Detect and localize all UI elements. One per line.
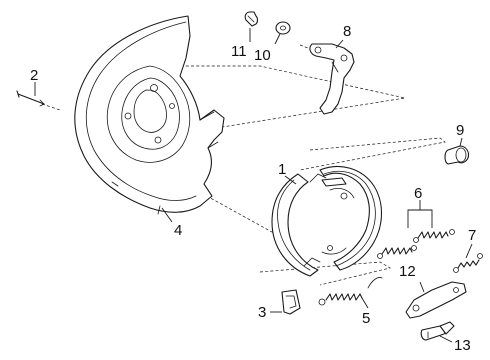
callout-labels: 1 2 3 4 5 6 7 8 9 10 11 12 13: [30, 23, 476, 354]
callout-leaders: [34, 28, 473, 343]
callout-13: 13: [454, 337, 471, 354]
callout-1: 1: [278, 161, 286, 178]
return-springs: [377, 229, 455, 259]
callout-11: 11: [231, 43, 247, 60]
callout-7: 7: [468, 227, 476, 244]
callout-3: 3: [258, 304, 266, 321]
lower-return-spring: [318, 277, 383, 306]
callout-12: 12: [399, 263, 416, 280]
wheel-cylinder-bolt: [420, 321, 455, 341]
callout-2: 2: [30, 67, 38, 84]
callout-5: 5: [362, 310, 370, 327]
adjuster-strut: [405, 281, 467, 319]
callout-9: 9: [456, 122, 464, 139]
washer: [275, 21, 291, 35]
callout-4: 4: [174, 222, 182, 239]
hold-down-pin: [16, 90, 45, 107]
backing-plate: [74, 15, 225, 215]
adjuster-spring: [453, 253, 483, 273]
parking-brake-lever: [309, 43, 355, 115]
callout-8: 8: [343, 23, 351, 40]
callout-10: 10: [254, 47, 271, 64]
brake-shoe-set: [271, 166, 383, 277]
shoe-hold-clip: [281, 289, 301, 315]
adjuster-plug: [444, 145, 470, 165]
retaining-clip: [244, 11, 259, 27]
callout-6: 6: [414, 185, 422, 202]
